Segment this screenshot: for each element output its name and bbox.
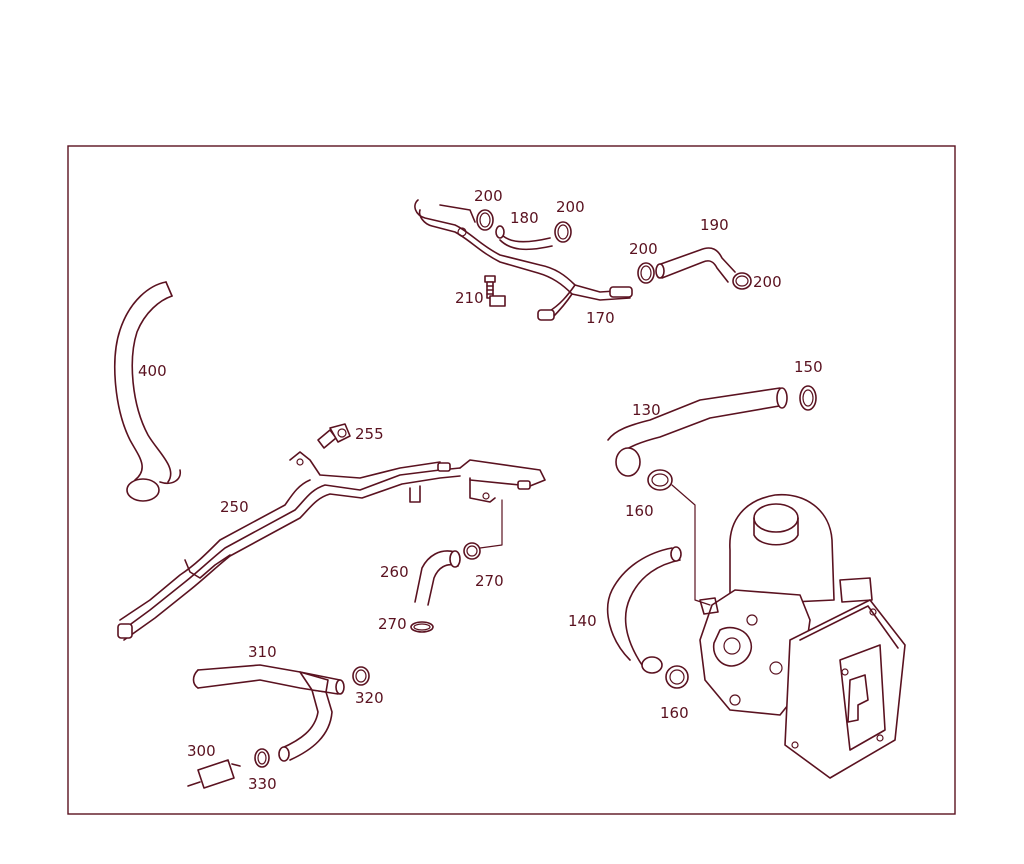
clamp-270-a[interactable] <box>463 542 481 560</box>
label-200-c: 200 <box>629 240 658 258</box>
clamp-200-d[interactable] <box>732 272 752 290</box>
label-320: 320 <box>355 689 384 707</box>
hose-130[interactable] <box>607 387 788 477</box>
diagram-frame <box>67 145 956 815</box>
clamp-200-b[interactable] <box>554 221 572 243</box>
label-330: 330 <box>248 775 277 793</box>
label-260: 260 <box>380 563 409 581</box>
connector-300[interactable] <box>187 759 241 789</box>
label-250: 250 <box>220 498 249 516</box>
pipe-250[interactable] <box>117 451 546 641</box>
clamp-200-c[interactable] <box>637 262 655 284</box>
label-270-b: 270 <box>378 615 407 633</box>
hose-310[interactable] <box>192 664 345 762</box>
bolt-210[interactable] <box>484 275 506 307</box>
clamp-160-a[interactable] <box>647 469 673 491</box>
pipe-170[interactable] <box>414 199 633 321</box>
clamp-200-a[interactable] <box>476 209 494 231</box>
label-255: 255 <box>355 425 384 443</box>
clamp-270-b[interactable] <box>410 621 434 633</box>
bolt-255[interactable] <box>317 423 351 449</box>
label-200-b: 200 <box>556 198 585 216</box>
label-140: 140 <box>568 612 597 630</box>
hose-400[interactable] <box>114 281 182 502</box>
label-210: 210 <box>455 289 484 307</box>
label-180: 180 <box>510 209 539 227</box>
oil-cooler[interactable] <box>784 599 906 779</box>
clamp-330[interactable] <box>254 748 270 768</box>
label-160-b: 160 <box>660 704 689 722</box>
hose-190[interactable] <box>655 247 736 283</box>
label-190: 190 <box>700 216 729 234</box>
label-310: 310 <box>248 643 277 661</box>
label-150: 150 <box>794 358 823 376</box>
clamp-160-b[interactable] <box>665 665 689 689</box>
hose-180[interactable] <box>495 225 553 251</box>
clamp-320[interactable] <box>352 666 370 686</box>
label-200-a: 200 <box>474 187 503 205</box>
clamp-150[interactable] <box>799 385 817 411</box>
label-270-a: 270 <box>475 572 504 590</box>
label-200-d: 200 <box>753 273 782 291</box>
hose-260[interactable] <box>414 550 461 606</box>
label-400: 400 <box>138 362 167 380</box>
label-130: 130 <box>632 401 661 419</box>
oil-filter-housing[interactable] <box>699 493 873 716</box>
leader-160 <box>671 484 711 606</box>
label-160-a: 160 <box>625 502 654 520</box>
hose-140[interactable] <box>606 546 682 674</box>
label-300: 300 <box>187 742 216 760</box>
label-170: 170 <box>586 309 615 327</box>
leader-270 <box>479 499 503 549</box>
